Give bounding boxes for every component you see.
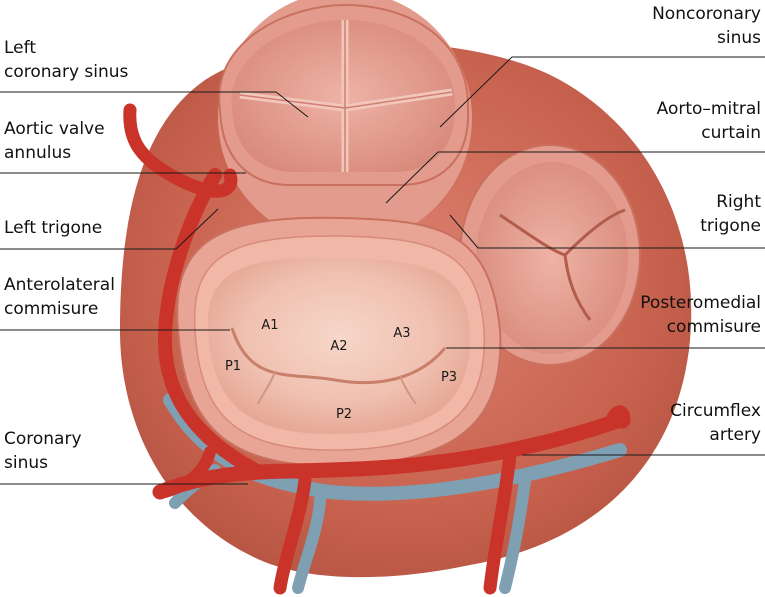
- scallop-p3: P3: [441, 370, 457, 385]
- label-posteromedial-commisure: Posteromedial commisure: [640, 293, 761, 337]
- scallop-a1: A1: [261, 318, 278, 333]
- leader-left-coronary-sinus: [0, 91, 309, 118]
- scallop-p1: P1: [225, 359, 241, 374]
- aortic-valve: [218, 0, 472, 245]
- label-left-coronary-sinus: Left coronary sinus: [4, 38, 129, 82]
- tricuspid-valve: [459, 144, 641, 366]
- coronary-arteries: [123, 103, 631, 595]
- scallop-p2: P2: [336, 407, 352, 422]
- label-noncoronary-sinus: Noncoronary sinus: [652, 4, 761, 48]
- label-circumflex-artery: Circumflex artery: [670, 401, 761, 445]
- label-coronary-sinus: Coronary sinus: [4, 429, 82, 473]
- label-anterolateral-commisure: Anterolateral commisure: [4, 275, 115, 319]
- leader-noncoronary-sinus: [439, 56, 765, 128]
- label-right-trigone: Right trigone: [700, 192, 761, 236]
- leader-left-trigone: [0, 208, 219, 250]
- label-left-trigone: Left trigone: [4, 218, 103, 238]
- scallop-a3: A3: [393, 326, 410, 341]
- scallop-a2: A2: [330, 339, 347, 354]
- leader-aorto-mitral-curtain: [385, 151, 765, 204]
- label-aortic-valve-annulus: Aortic valve annulus: [4, 119, 105, 163]
- mitral-valve: [176, 216, 502, 468]
- label-aorto-mitral-curtain: Aorto–mitral curtain: [656, 99, 761, 143]
- leader-right-trigone: [449, 214, 765, 249]
- leader-lines: [0, 56, 765, 485]
